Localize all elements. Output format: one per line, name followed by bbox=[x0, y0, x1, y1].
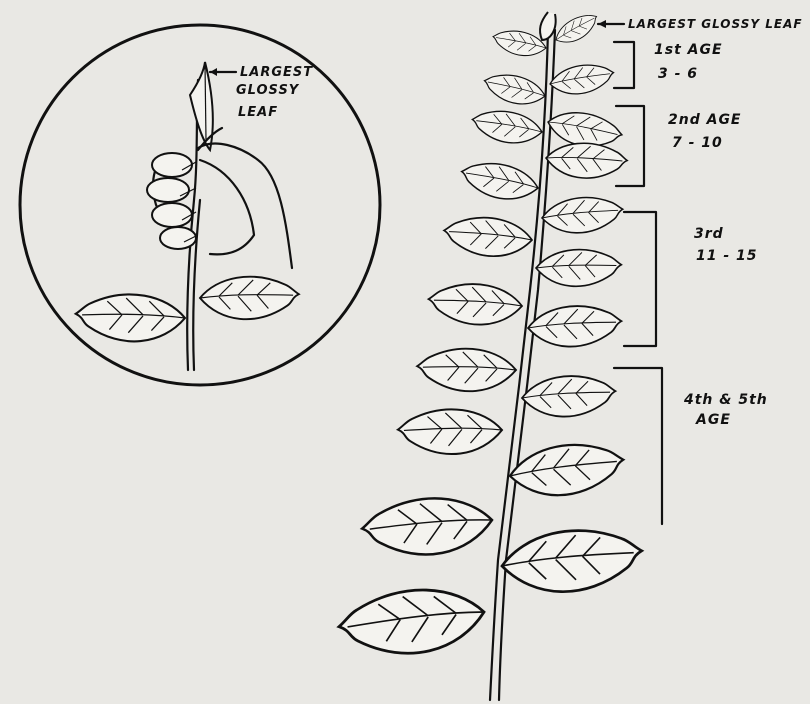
age-4-range: AGE bbox=[695, 412, 731, 428]
age-2-range: 7 - 10 bbox=[672, 135, 723, 151]
age-1-name: 1st AGE bbox=[654, 42, 723, 58]
age-bracket-4: 4th & 5th AGE bbox=[614, 368, 768, 524]
age-4-name: 4th & 5th bbox=[683, 392, 768, 408]
inset-label-line-2: GLOSSY bbox=[236, 83, 300, 98]
age-bracket-2: 2nd AGE 7 - 10 bbox=[616, 106, 742, 186]
age-bracket-1: 1st AGE 3 - 6 bbox=[614, 42, 723, 88]
top-label: LARGEST GLOSSY LEAF bbox=[598, 17, 803, 31]
age-3-range: 11 - 15 bbox=[696, 248, 758, 264]
top-label-text: LARGEST GLOSSY LEAF bbox=[628, 17, 803, 31]
age-3-name: 3rd bbox=[694, 226, 724, 242]
age-2-name: 2nd AGE bbox=[668, 112, 742, 128]
age-1-range: 3 - 6 bbox=[658, 66, 698, 82]
hand-illustration bbox=[147, 128, 292, 268]
inset-label: LARGEST GLOSSY LEAF bbox=[210, 65, 313, 120]
age-bracket-3: 3rd 11 - 15 bbox=[624, 212, 758, 346]
main-shoot bbox=[335, 9, 644, 700]
inset-label-line-1: LARGEST bbox=[240, 65, 313, 80]
inset-circle bbox=[20, 25, 380, 385]
inset-label-line-3: LEAF bbox=[238, 105, 278, 120]
